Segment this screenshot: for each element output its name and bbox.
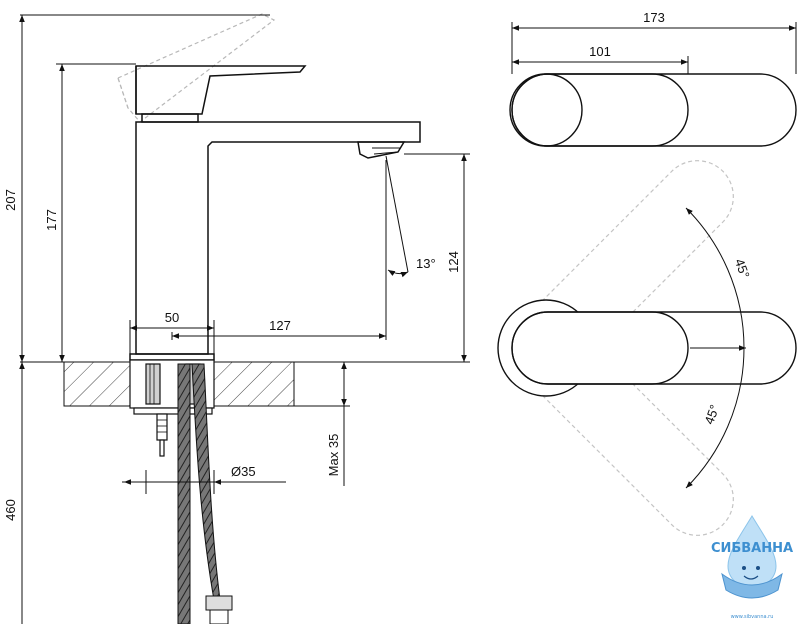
dim-total-height [19,14,270,362]
dim-total-height-label: 207 [3,189,18,211]
dim-under-spout [404,153,470,362]
ghost-rotated-levers [510,160,734,536]
brand-logo: СИБВАННА www.sibvanna.ru [711,515,793,620]
dim-spray-angle-label: 13° [416,256,436,271]
dim-max-thickness [294,362,350,486]
dim-rotation-down-label: 45° [701,403,722,427]
dim-max-thickness-label: Max 35 [326,434,341,477]
dim-spray-angle [385,155,409,278]
rotation-view [497,160,797,536]
dim-base-diameter-label: 50 [165,310,179,325]
countertop-section [20,361,470,407]
side-view: 207 177 124 50 127 [3,13,470,624]
dim-rotation-up-label: 45° [732,257,753,281]
brand-url: www.sibvanna.ru [731,614,774,620]
dim-spout-height-label: 177 [44,209,59,231]
brand-name: СИБВАННА [711,541,793,556]
dim-hole-diameter-label: Ø35 [231,464,256,479]
dim-reach [171,160,387,340]
dim-reach-label: 127 [269,318,291,333]
dim-hose-length-label: 460 [3,499,18,521]
ghost-lever-outline [117,13,276,123]
top-view [509,22,797,147]
dim-hole-diameter [122,470,286,494]
bathtub-icon [721,572,783,599]
dim-total-width-label: 173 [643,10,665,25]
dim-spout-height [56,63,136,362]
dim-lever-length-label: 101 [589,44,611,59]
dim-under-spout-label: 124 [446,251,461,273]
